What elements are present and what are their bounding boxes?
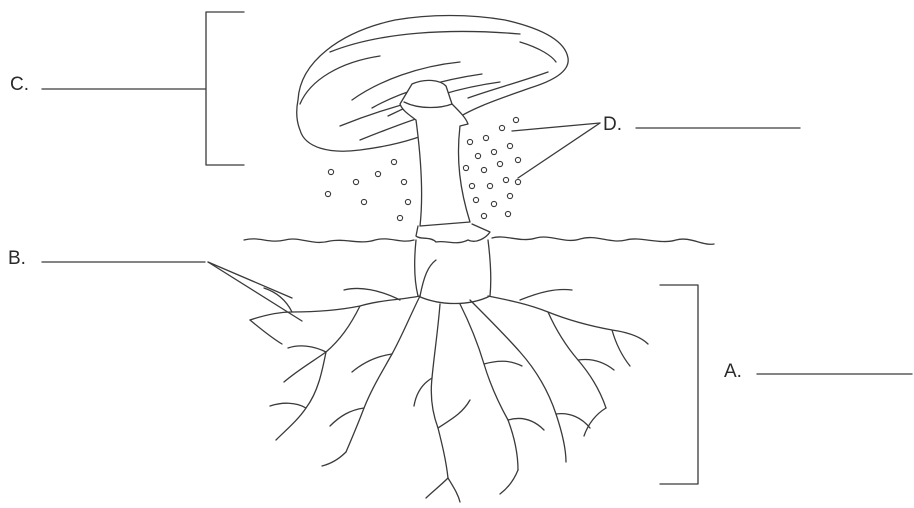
label-a: A. [724,362,742,381]
bracket-c [206,12,244,165]
bracket-a [660,285,698,484]
mycelium-network [250,260,648,502]
label-c: C. [10,75,29,94]
label-b: B. [8,249,26,268]
pointer-lines-d [512,123,600,178]
mushroom-stem [400,80,491,303]
label-d: D. [603,115,622,134]
